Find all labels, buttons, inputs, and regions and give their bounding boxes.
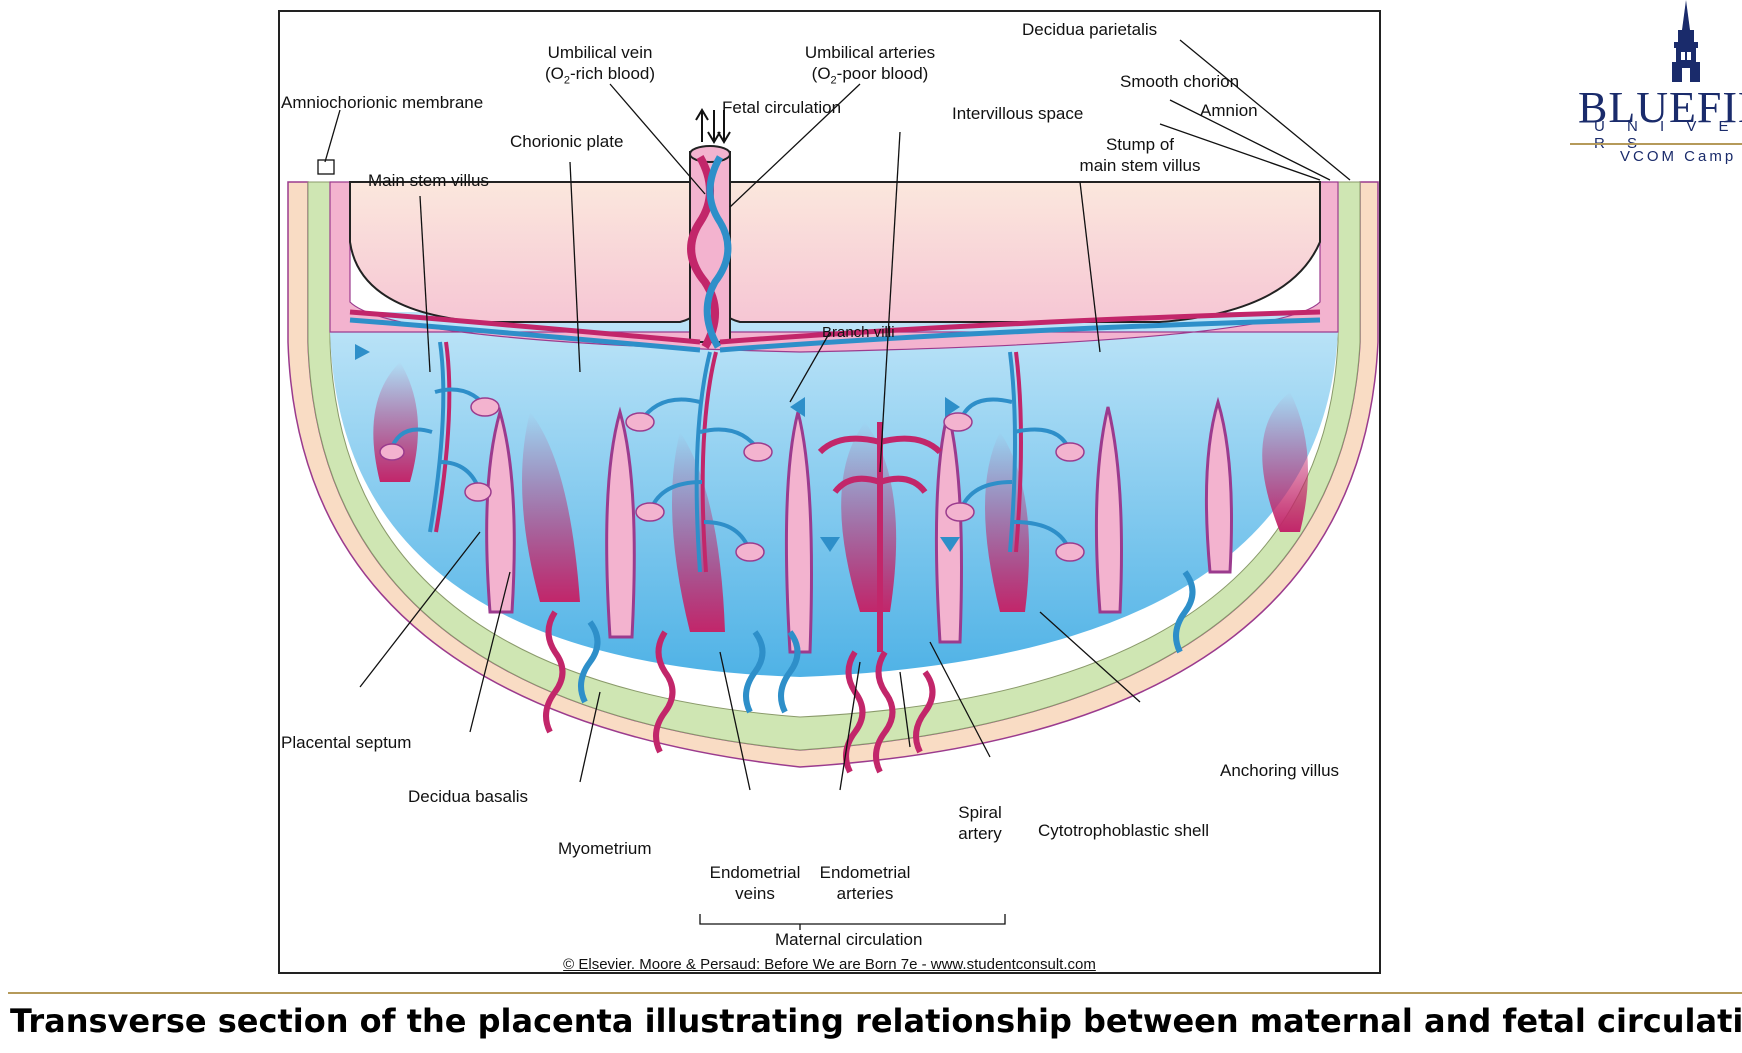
logo-rule (1570, 143, 1742, 145)
maternal-flow-arrows (817, 422, 943, 652)
copyright-notice: © Elsevier. Moore & Persaud: Before We a… (563, 956, 1096, 973)
leader-lines (324, 39, 1351, 791)
logo-campus: VCOM Camp (1620, 148, 1737, 165)
tower-icon (1672, 0, 1700, 82)
placental-septa (485, 396, 1233, 654)
placenta-illustration (287, 39, 1379, 930)
blue-flow-arrows (355, 344, 960, 552)
label-anchoring-villus: Anchoring villus (1220, 761, 1340, 780)
logo-wordmark: BLUEFIE (1578, 83, 1742, 132)
university-logo: BLUEFIE U N I V E R S VCOM Camp (1560, 0, 1742, 200)
label-myometrium: Myometrium (558, 839, 652, 858)
label-fetal-circulation: Fetal circulation (722, 98, 842, 117)
label-smooth-chorion: Smooth chorion (1120, 72, 1240, 91)
caption-divider (8, 992, 1742, 994)
label-decidua-parietalis: Decidua parietalis (1022, 20, 1158, 39)
label-chorionic-plate: Chorionic plate (510, 132, 624, 151)
villi-loops (379, 397, 1085, 562)
logo-subtitle: U N I V E R S (1594, 118, 1738, 152)
label-umbilical-vein: Umbilical vein (O2-rich blood) (544, 43, 656, 87)
label-stump-main-stem-villus: Stump of main stem villus (1079, 135, 1201, 175)
label-endometrial-arteries: Endometrial arteries (819, 863, 911, 903)
chorionic-vessels (349, 309, 1321, 345)
label-amniochorionic-membrane: Amniochorionic membrane (281, 93, 484, 112)
villous-trees (388, 341, 1072, 573)
label-decidua-basalis: Decidua basalis (408, 787, 529, 806)
label-intervillous-space: Intervillous space (952, 104, 1084, 123)
label-endometrial-veins: Endometrial veins (709, 863, 801, 903)
intervillous-space (330, 312, 1338, 677)
label-amnion: Amnion (1200, 101, 1258, 120)
label-branch-villi: Branch villi (822, 324, 895, 341)
label-cytotrophoblastic-shell: Cytotrophoblastic shell (1038, 821, 1210, 840)
placenta-diagram: Decidua parietalis Umbilical vein (O2-ri… (278, 10, 1381, 974)
slide-caption: Transverse section of the placenta illus… (10, 1002, 1742, 1040)
label-umbilical-arteries: Umbilical arteries (O2-poor blood) (804, 43, 936, 87)
amniotic-cavity (349, 181, 1321, 323)
label-placental-septum: Placental septum (281, 733, 412, 752)
label-maternal-circulation: Maternal circulation (775, 930, 923, 949)
label-spiral-artery: Spiral artery (958, 803, 1002, 843)
label-main-stem-villus: Main stem villus (368, 171, 489, 190)
